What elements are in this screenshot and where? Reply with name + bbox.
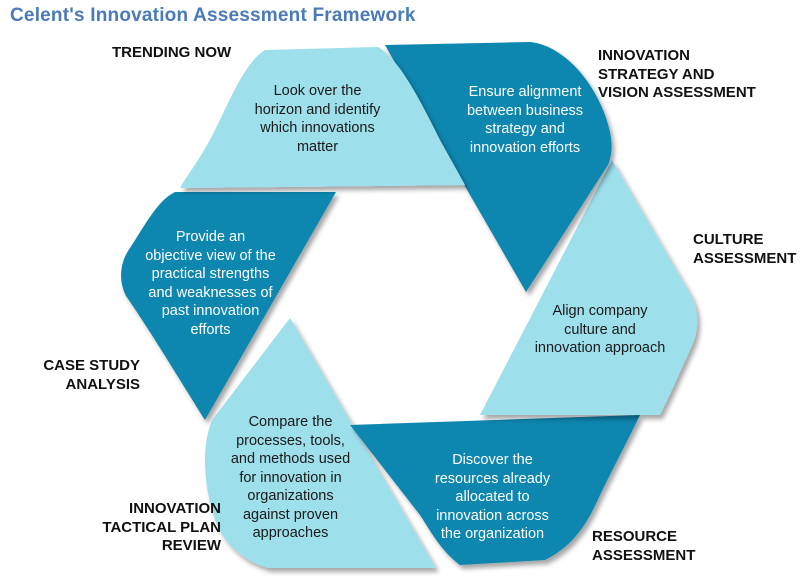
label-case-study-analysis: CASE STUDY ANALYSIS	[43, 357, 140, 393]
label-innovation-strategy: INNOVATION STRATEGY AND VISION ASSESSMEN…	[598, 47, 756, 101]
text-line: and weaknesses of	[148, 284, 273, 301]
segment-text-tactical-plan-review: Compare the processes, tools, and method…	[228, 413, 353, 543]
text-line: for innovation in	[239, 469, 342, 486]
text-line: organizations	[247, 488, 334, 504]
segment-text-trending-now: Look over the horizon and identify which…	[245, 82, 390, 156]
text-line: allocated to	[455, 489, 530, 505]
text-line: resources already	[434, 470, 551, 487]
text-line: Align company	[552, 303, 648, 319]
segment-shape-tactical-plan-review	[204, 318, 436, 568]
text-line: efforts	[190, 321, 231, 338]
text-line: objective view of the	[145, 247, 276, 264]
text-line: Look over the	[273, 83, 362, 99]
text-line: against proven	[242, 506, 339, 523]
text-line: innovation across	[436, 507, 549, 524]
text-line: innovation approach	[534, 340, 666, 356]
text-line: approaches	[252, 525, 329, 541]
text-line: the organization	[440, 526, 545, 542]
segment-shape-culture-assessment	[480, 160, 698, 415]
text-line: Ensure alignment	[468, 84, 582, 100]
segment-text-innovation-strategy: Ensure alignment between business strate…	[455, 83, 595, 157]
text-line: Compare the	[248, 414, 333, 430]
text-line: processes, tools,	[236, 432, 345, 449]
text-line: innovation efforts	[469, 139, 581, 156]
segment-shape-trending-now	[180, 47, 465, 188]
text-line: Discover the	[452, 452, 533, 468]
label-resource-assessment: RESOURCE ASSESSMENT	[592, 528, 696, 564]
diagram-title: Celent's Innovation Assessment Framework	[10, 5, 416, 26]
text-line: which innovations	[260, 120, 375, 136]
segment-text-resource-assessment: Discover the resources already allocated…	[425, 451, 560, 544]
label-culture-assessment: CULTURE ASSESSMENT	[693, 231, 797, 267]
segment-shape-innovation-strategy	[385, 42, 612, 292]
text-line: between business	[466, 102, 584, 119]
text-line: matter	[296, 138, 339, 155]
segment-text-case-study-analysis: Provide an objective view of the practic…	[138, 228, 283, 339]
text-line: past innovation	[161, 303, 260, 319]
segment-shape-case-study-analysis	[121, 192, 336, 420]
text-line: strategy and	[485, 121, 565, 137]
text-line: culture and	[564, 321, 636, 338]
text-line: horizon and identify	[254, 101, 381, 118]
text-line: practical strengths	[151, 266, 270, 282]
segment-shape-resource-assessment	[350, 415, 640, 565]
text-line: and methods used	[230, 451, 351, 467]
text-line: Provide an	[175, 229, 246, 245]
label-tactical-plan-review: INNOVATION TACTICAL PLAN REVIEW	[102, 500, 221, 554]
segment-text-culture-assessment: Align company culture and innovation app…	[525, 302, 675, 358]
label-trending-now: TRENDING NOW	[112, 44, 232, 61]
